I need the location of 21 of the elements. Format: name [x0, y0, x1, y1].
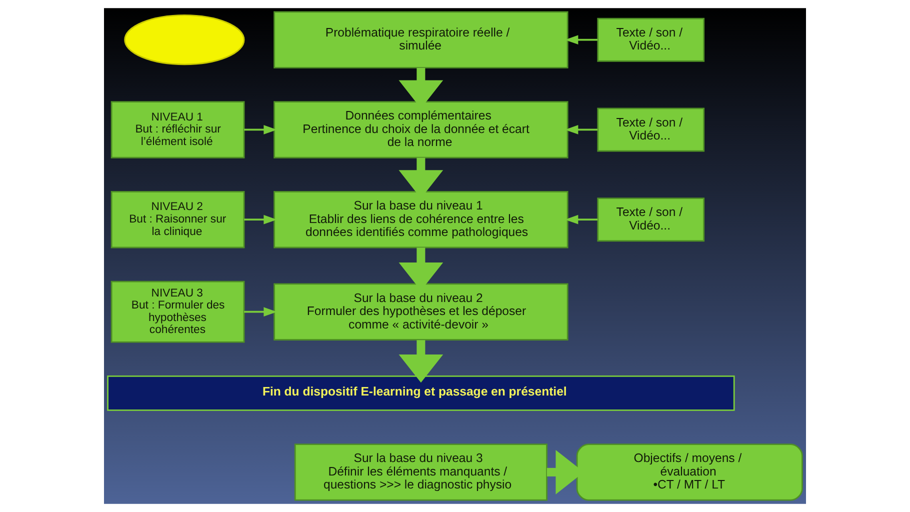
- arrow: [564, 125, 598, 134]
- node-box: Problématique respiratoire réelle / simulée: [274, 11, 568, 68]
- node-box: Texte / son / Vidéo...: [597, 108, 705, 152]
- arrow: [398, 340, 444, 383]
- node-box: Objectifs / moyens / évaluation •CT / MT / LT: [576, 444, 803, 501]
- node-box: NIVEAU 3 But : Formuler des hypothèses cohérentes: [110, 280, 245, 343]
- node-ellipse: [124, 14, 245, 66]
- node-box: Sur la base du niveau 1 Etablir des liens de cohérence entre les données identifiés comme pathologiques: [274, 190, 568, 248]
- arrow: [244, 125, 277, 134]
- arrow: [564, 214, 598, 224]
- arrow: [244, 214, 277, 224]
- node-box: NIVEAU 2 But : Raisonner sur la clinique: [110, 190, 245, 248]
- arrow: [564, 35, 598, 44]
- node-box: Données complémentaires Pertinence du choix de la donnée et écart de la norme: [274, 101, 568, 158]
- node-box: Texte / son / Vidéo...: [597, 198, 705, 242]
- node-box: Fin du dispositif E-learning et passage en présentiel: [107, 375, 735, 411]
- node-box: Texte / son / Vidéo...: [597, 18, 705, 62]
- node-box: Sur la base du niveau 2 Formuler des hypothèses et les déposer comme « activité-devoir »: [274, 283, 568, 340]
- arrow: [244, 307, 277, 316]
- node-box: NIVEAU 1 But : réfléchir sur l’élément isolé: [110, 101, 245, 158]
- node-box: Sur la base du niveau 3 Définir les éléments manquants / questions >>> le diagnostic physio: [294, 444, 548, 501]
